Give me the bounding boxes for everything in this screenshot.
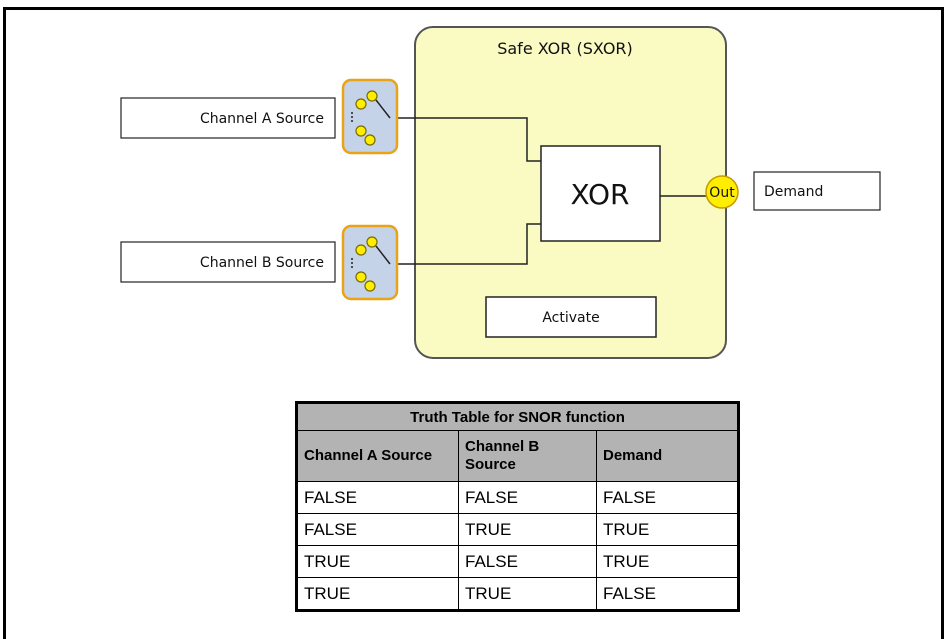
table-row: FALSE TRUE TRUE bbox=[297, 513, 738, 546]
table-row: TRUE FALSE TRUE bbox=[297, 545, 738, 578]
channel-a-source-box[interactable] bbox=[120, 97, 336, 139]
table-cell: TRUE bbox=[297, 545, 459, 578]
truth-table-header-row: Channel A Source Channel B Source Demand bbox=[297, 430, 738, 482]
xor-gate bbox=[540, 145, 661, 242]
header-demand: Demand bbox=[596, 430, 738, 482]
table-cell: TRUE bbox=[458, 513, 597, 546]
channel-b-connector-icon[interactable] bbox=[341, 224, 399, 301]
header-channel-b: Channel B Source bbox=[458, 430, 597, 482]
channel-a-source-label: Channel A Source bbox=[200, 111, 324, 127]
activate-box[interactable] bbox=[485, 296, 657, 338]
channel-b-source-box[interactable] bbox=[120, 241, 336, 283]
demand-box[interactable] bbox=[753, 171, 881, 211]
table-cell: FALSE bbox=[596, 577, 738, 610]
channel-a-connector-icon[interactable] bbox=[341, 78, 399, 155]
table-row: FALSE FALSE FALSE bbox=[297, 481, 738, 514]
out-node bbox=[705, 175, 739, 209]
truth-table-title: Truth Table for SNOR function bbox=[297, 403, 738, 431]
truth-table-title-row: Truth Table for SNOR function bbox=[297, 403, 738, 431]
truth-table: Truth Table for SNOR function Channel A … bbox=[295, 401, 740, 612]
sxor-block-title: Safe XOR (SXOR) bbox=[497, 39, 633, 58]
table-cell: TRUE bbox=[458, 577, 597, 610]
table-cell: FALSE bbox=[297, 513, 459, 546]
activate-label: Activate bbox=[542, 310, 599, 326]
table-cell: TRUE bbox=[596, 545, 738, 578]
table-cell: FALSE bbox=[596, 481, 738, 514]
table-cell: FALSE bbox=[297, 481, 459, 514]
demand-label: Demand bbox=[764, 184, 823, 200]
table-cell: TRUE bbox=[596, 513, 738, 546]
table-cell: FALSE bbox=[458, 545, 597, 578]
xor-gate-label: XOR bbox=[571, 178, 630, 211]
figure-frame bbox=[3, 7, 944, 639]
sxor-diagram: Safe XOR (SXOR) XOR Activate Out Demand … bbox=[120, 26, 881, 359]
out-node-label: Out bbox=[709, 185, 735, 201]
table-cell: TRUE bbox=[297, 577, 459, 610]
header-channel-a: Channel A Source bbox=[297, 430, 459, 482]
table-cell: FALSE bbox=[458, 481, 597, 514]
wire-channel-b bbox=[384, 223, 541, 265]
channel-b-source-label: Channel B Source bbox=[200, 255, 324, 271]
table-row: TRUE TRUE FALSE bbox=[297, 577, 738, 610]
